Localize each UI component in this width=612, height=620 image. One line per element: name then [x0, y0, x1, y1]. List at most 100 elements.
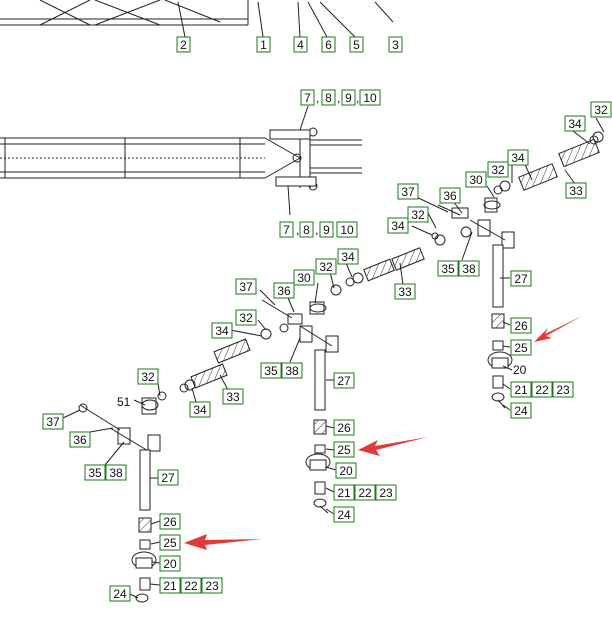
callout-20-r: 20 — [513, 363, 527, 377]
svg-text:9: 9 — [345, 91, 352, 105]
svg-text:35: 35 — [88, 466, 102, 480]
callout-23-l: 23 — [201, 577, 223, 594]
svg-text:7: 7 — [283, 223, 290, 237]
callout-22-r: 22 — [531, 381, 553, 398]
svg-text:27: 27 — [514, 272, 528, 286]
callout-32-l: 32 — [137, 368, 159, 385]
callout-24-r: 24 — [510, 402, 532, 419]
callout-22-m: 22 — [354, 484, 376, 501]
callout-32-r1: 32 — [590, 101, 612, 118]
svg-text:27: 27 — [161, 471, 175, 485]
svg-text:34: 34 — [568, 117, 582, 131]
callout-26-r: 26 — [510, 317, 532, 334]
svg-text:37: 37 — [239, 280, 253, 294]
assembly-left-callouts: 32 51 34 33 37 36 35 38 27 26 25 20 21 2… — [42, 368, 244, 602]
callout-23-m: 23 — [375, 484, 397, 501]
svg-text:9: 9 — [323, 223, 330, 237]
callout-35-l: 35 — [84, 464, 106, 481]
callout-34-r3: 34 — [387, 217, 409, 234]
callout-5: 5 — [349, 36, 364, 53]
callout-34-r2: 34 — [507, 149, 529, 166]
callout-33-r: 33 — [565, 182, 587, 199]
callout-34-l: 34 — [189, 401, 211, 418]
svg-text:32: 32 — [594, 103, 608, 117]
callout-2: 2 — [176, 36, 191, 53]
svg-text:21: 21 — [163, 579, 177, 593]
callout-32-r2: 32 — [487, 161, 509, 178]
svg-text:1: 1 — [260, 38, 267, 52]
callout-group-top: 7 , 8 , 9 , 10 — [300, 89, 381, 106]
callout-9-top: 9 — [341, 89, 356, 106]
callout-1: 1 — [256, 36, 271, 53]
callout-33-l: 33 — [222, 388, 244, 405]
svg-text:25: 25 — [514, 341, 528, 355]
svg-text:10: 10 — [363, 91, 377, 105]
svg-text:20: 20 — [163, 557, 177, 571]
callouts-top: 2 1 4 6 5 3 — [176, 36, 403, 53]
svg-text:35: 35 — [264, 364, 278, 378]
svg-text:22: 22 — [184, 579, 198, 593]
callout-34-m2: 34 — [211, 322, 233, 339]
svg-text:,: , — [316, 91, 319, 105]
svg-text:37: 37 — [46, 415, 60, 429]
assembly-right-drawing — [409, 117, 605, 411]
assembly-middle-callouts: 34 32 30 33 37 36 32 34 35 38 27 26 25 2… — [211, 248, 416, 523]
callout-21-m: 21 — [333, 484, 355, 501]
callout-24-l: 24 — [109, 585, 131, 602]
callout-7-bottom: 7 — [279, 221, 294, 238]
svg-text:37: 37 — [401, 185, 415, 199]
callout-36-l: 36 — [69, 431, 91, 448]
callout-37-r: 37 — [397, 183, 419, 200]
callout-23-r: 23 — [552, 381, 574, 398]
callout-27-l: 27 — [157, 469, 179, 486]
svg-text:7: 7 — [304, 91, 311, 105]
svg-text:30: 30 — [297, 271, 311, 285]
callout-32-m1: 32 — [315, 258, 337, 275]
callout-25-r: 25 — [510, 339, 532, 356]
svg-text:,: , — [337, 91, 340, 105]
svg-text:27: 27 — [337, 374, 351, 388]
svg-text:26: 26 — [163, 515, 177, 529]
highlight-arrows — [184, 316, 582, 550]
callout-8-bottom: 8 — [299, 221, 314, 238]
svg-text:6: 6 — [325, 38, 332, 52]
callout-37-l: 37 — [42, 413, 64, 430]
callout-37-m: 37 — [235, 278, 257, 295]
svg-text:32: 32 — [411, 208, 425, 222]
svg-text:32: 32 — [141, 370, 155, 384]
callout-38-m: 38 — [281, 362, 303, 379]
arrow-middle-assembly — [358, 437, 428, 456]
callout-9-bottom: 9 — [319, 221, 334, 238]
top-frame — [0, 0, 394, 38]
svg-text:36: 36 — [73, 433, 87, 447]
callout-38-r: 38 — [458, 260, 480, 277]
svg-text:34: 34 — [193, 403, 207, 417]
svg-text:32: 32 — [239, 311, 253, 325]
svg-text:20: 20 — [339, 464, 353, 478]
callout-30-r: 30 — [465, 171, 487, 188]
callout-4: 4 — [293, 36, 308, 53]
svg-text:20: 20 — [513, 363, 527, 377]
svg-text:24: 24 — [514, 404, 528, 418]
callout-51-l: 51 — [117, 395, 131, 409]
svg-text:30: 30 — [469, 173, 483, 187]
svg-text:26: 26 — [337, 421, 351, 435]
svg-text:22: 22 — [358, 486, 372, 500]
assembly-right-callouts: 32 34 32 34 30 33 37 36 32 34 35 38 27 2… — [387, 101, 612, 419]
callout-20-m: 20 — [335, 462, 357, 479]
svg-text:2: 2 — [180, 38, 187, 52]
callout-21-r: 21 — [510, 381, 532, 398]
hitch-frame — [0, 105, 362, 216]
callout-10-top: 10 — [359, 89, 381, 106]
svg-text:33: 33 — [569, 184, 583, 198]
svg-text:32: 32 — [491, 163, 505, 177]
svg-text:,: , — [296, 223, 299, 237]
svg-text:,: , — [315, 223, 318, 237]
callout-38-l: 38 — [105, 464, 127, 481]
svg-text:22: 22 — [535, 383, 549, 397]
assembly-middle-drawing — [229, 247, 425, 515]
callout-10-bottom: 10 — [336, 221, 358, 238]
svg-text:38: 38 — [109, 466, 123, 480]
callout-21-l: 21 — [159, 577, 181, 594]
